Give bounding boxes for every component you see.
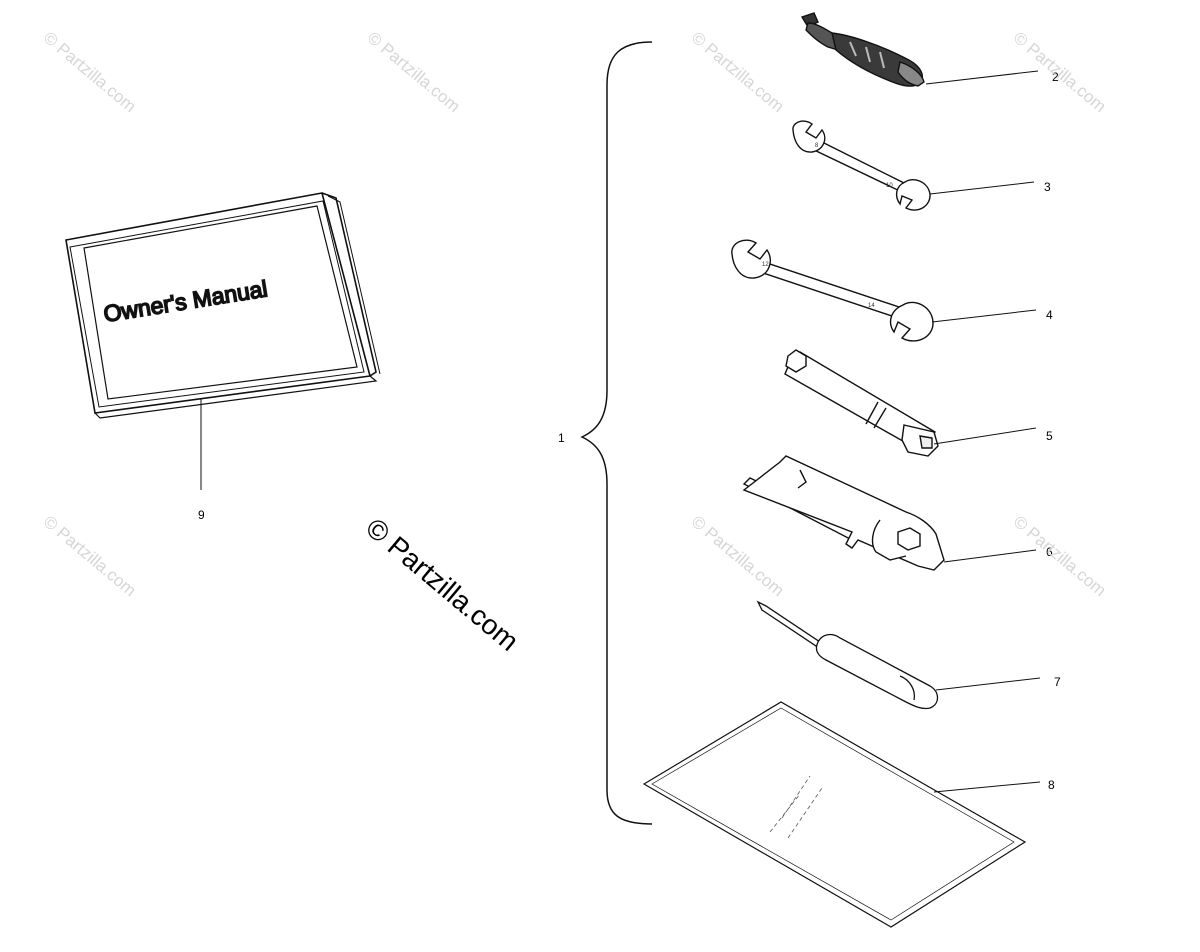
callout-5: 5 bbox=[1046, 429, 1053, 443]
callout-4: 4 bbox=[1046, 308, 1053, 322]
tool-item-7 bbox=[756, 600, 939, 710]
callout-3: 3 bbox=[1044, 180, 1051, 194]
tool-item-4: 12 14 bbox=[731, 239, 934, 342]
tool-item-3: 8 10 bbox=[792, 120, 931, 211]
callout-1: 1 bbox=[558, 431, 565, 445]
svg-text:14: 14 bbox=[868, 303, 875, 309]
leader-8 bbox=[933, 781, 1041, 793]
svg-text:10: 10 bbox=[886, 183, 893, 189]
svg-text:8: 8 bbox=[815, 143, 819, 149]
leader-7 bbox=[935, 677, 1041, 691]
tool-item-5 bbox=[784, 349, 939, 457]
leader-4 bbox=[931, 309, 1037, 323]
tool-item-8 bbox=[642, 701, 1027, 928]
leader-3 bbox=[929, 181, 1035, 195]
kit-bracket bbox=[580, 41, 653, 825]
leader-2 bbox=[925, 70, 1039, 85]
owners-manual: Owner's Manual bbox=[65, 192, 381, 419]
leader-5 bbox=[933, 427, 1037, 445]
callout-8: 8 bbox=[1048, 778, 1055, 792]
tool-item-2 bbox=[800, 12, 925, 87]
callout-7: 7 bbox=[1054, 675, 1061, 689]
callout-2: 2 bbox=[1052, 70, 1059, 84]
leader-6 bbox=[943, 549, 1037, 563]
callout-6: 6 bbox=[1046, 545, 1053, 559]
svg-text:12: 12 bbox=[762, 262, 769, 268]
tool-item-6 bbox=[742, 455, 945, 571]
callout-9: 9 bbox=[198, 508, 205, 522]
